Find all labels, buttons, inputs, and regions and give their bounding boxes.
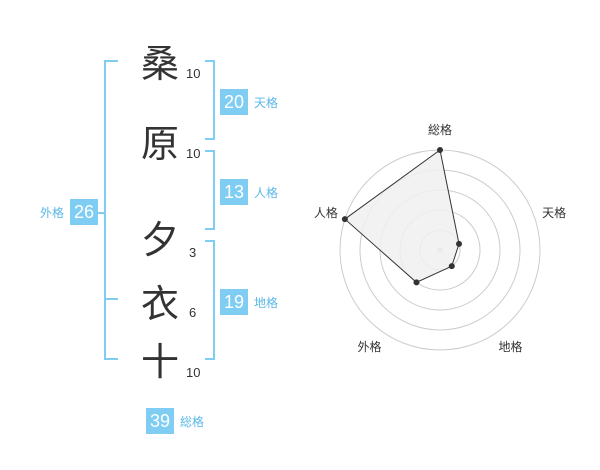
radar-ring-3 bbox=[379, 189, 501, 311]
chikaku-badge: 19 bbox=[220, 289, 248, 315]
stroke-count-3: 3 bbox=[189, 245, 197, 260]
soukaku-label: 総格 bbox=[180, 415, 205, 429]
radar-axis-label-2: 天格 bbox=[542, 205, 566, 220]
gaikaku-badge: 26 bbox=[70, 199, 98, 225]
name-char-1: 桑 bbox=[140, 42, 179, 86]
stroke-count-5: 10 bbox=[186, 365, 201, 380]
radar-point-3 bbox=[448, 263, 455, 270]
name-char-4: 衣 bbox=[140, 282, 179, 326]
radar-axis-label-1: 総格 bbox=[428, 122, 452, 137]
radar-series-polygon bbox=[344, 149, 460, 283]
name-char-3: 夕 bbox=[140, 218, 179, 262]
name-char-2: 原 bbox=[140, 122, 179, 166]
radar-ring-1 bbox=[419, 229, 461, 271]
radar-ring-4 bbox=[359, 169, 521, 331]
jinkaku-badge: 13 bbox=[220, 179, 248, 205]
chikaku-label: 地格 bbox=[254, 296, 279, 310]
stroke-count-4: 6 bbox=[189, 305, 197, 320]
tenkaku-label: 天格 bbox=[254, 96, 279, 110]
name-char-5: 十 bbox=[140, 340, 179, 384]
radar-axis-label-5: 人格 bbox=[314, 205, 338, 220]
stroke-count-2: 10 bbox=[186, 146, 201, 161]
radar-point-2 bbox=[456, 240, 463, 247]
radar-point-1 bbox=[437, 147, 443, 153]
soukaku-badge: 39 bbox=[146, 408, 174, 434]
radar-ring-2 bbox=[399, 209, 481, 291]
tenkaku-badge: 20 bbox=[220, 89, 248, 115]
jinkaku-label: 人格 bbox=[254, 186, 279, 200]
radar-point-5 bbox=[341, 216, 348, 223]
stroke-count-1: 10 bbox=[186, 66, 201, 81]
radar-axis-label-3: 地格 bbox=[499, 339, 523, 354]
radar-axis-label-4: 外格 bbox=[357, 339, 381, 354]
radar-point-4 bbox=[413, 279, 420, 286]
gaikaku-label: 外格 bbox=[40, 206, 65, 220]
radar-ring-5 bbox=[339, 149, 541, 351]
radar-center-dot bbox=[437, 247, 443, 253]
